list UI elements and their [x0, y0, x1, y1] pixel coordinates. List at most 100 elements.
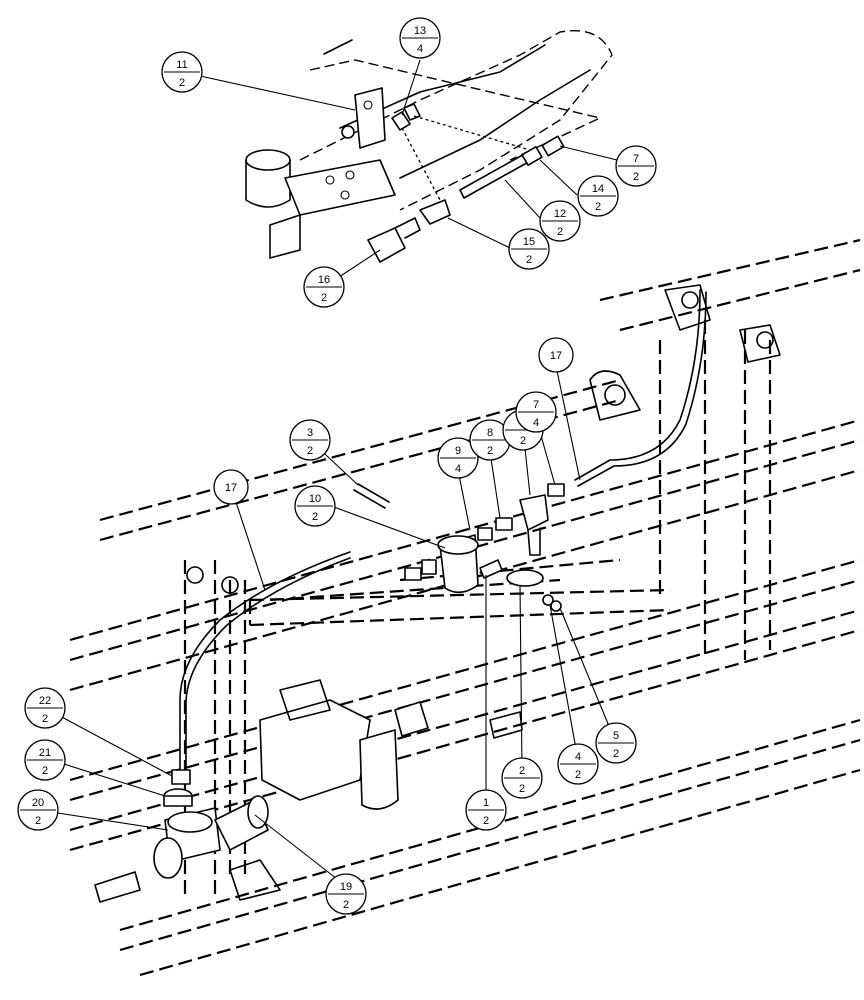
callout-bubbles: 11 2 13 4 7 2 14 2 12 2 15 2	[17, 17, 657, 915]
hinge-top	[681, 291, 699, 309]
callout-bubble: 10 2	[294, 485, 336, 527]
callout-item-number: 20	[32, 797, 44, 809]
callout-bubble: 12 2	[539, 200, 581, 242]
bolt-3	[353, 489, 386, 509]
fitting-14	[521, 146, 543, 166]
callout-bubble: 5 2	[595, 722, 637, 764]
control-valve-block	[259, 699, 371, 801]
frame-line-10	[69, 608, 861, 832]
callout-quantity: 2	[42, 713, 48, 725]
cylinder-body	[245, 159, 291, 208]
callout-quantity: 2	[487, 445, 493, 457]
callout-bubble: 14 2	[577, 175, 619, 217]
callout-quantity: 2	[179, 77, 185, 89]
callout-bubble: 2 2	[501, 757, 543, 799]
assembly-line-b	[413, 115, 531, 151]
callout-item-number: 1	[483, 797, 489, 809]
frame-line-9	[69, 578, 861, 802]
arm-outline	[299, 30, 613, 211]
washer-5	[550, 600, 562, 612]
callout-item-number: 12	[554, 208, 566, 220]
cylinder-top	[245, 149, 291, 171]
callout-item-number: 7	[533, 399, 539, 411]
callout-quantity: 2	[312, 511, 318, 523]
callout-bubble: 11 2	[161, 51, 203, 93]
callout-quantity: 2	[321, 292, 327, 304]
arm-edge-lower	[399, 69, 591, 179]
callout-quantity: 2	[520, 435, 526, 447]
frame-line-3	[69, 418, 861, 642]
mount-block	[269, 214, 301, 259]
callout-bubble: 7 4	[515, 391, 557, 433]
frame-line-1	[599, 238, 861, 302]
upper-detail-view	[245, 30, 613, 263]
callout-item-number: 21	[39, 747, 51, 759]
callout-item-number: 13	[414, 25, 426, 37]
callout-quantity: 2	[35, 815, 41, 827]
assembly-line-a	[401, 127, 441, 201]
callout-item-number: 2	[519, 765, 525, 777]
callout-quantity: 2	[307, 445, 313, 457]
callout-item-number: 4	[575, 751, 581, 763]
hose-upper-a	[574, 289, 701, 481]
callout-bubble: 7 2	[615, 145, 657, 187]
callout-bubble: 15 2	[508, 228, 550, 270]
callout-item-number: 19	[340, 881, 352, 893]
hoses	[179, 289, 707, 771]
valve-16	[367, 227, 406, 263]
frame-line-11	[69, 628, 861, 852]
stud	[479, 559, 503, 579]
fitting-8	[477, 527, 493, 541]
cross-member-b	[249, 608, 671, 627]
fitting-13a	[391, 111, 411, 131]
callout-item-number: 22	[39, 695, 51, 707]
hose-left-b	[185, 557, 351, 771]
pivot-left	[186, 566, 204, 584]
callout-quantity: 2	[519, 783, 525, 795]
callout-quantity: 2	[42, 765, 48, 777]
main-parts	[94, 483, 565, 903]
bracket	[354, 87, 386, 149]
callout-quantity: 4	[455, 463, 461, 475]
callout-quantity: 2	[613, 748, 619, 760]
lower-filter	[359, 729, 399, 810]
callout-item-number: 15	[523, 236, 535, 248]
callout-item-number: 9	[455, 445, 461, 457]
callout-bubble: 17	[213, 469, 249, 505]
callout-quantity: 4	[417, 43, 423, 55]
callout-bubble: 16 2	[303, 266, 345, 308]
boom-frame	[69, 238, 861, 977]
mount-plate	[284, 159, 396, 216]
pivot-right	[604, 384, 626, 406]
hose-upper-b	[577, 291, 707, 487]
pin	[323, 39, 353, 55]
callout-item-number: 3	[307, 427, 313, 439]
callout-item-number: 16	[318, 274, 330, 286]
callout-quantity: 2	[595, 201, 601, 213]
callout-bubble: 4 2	[557, 743, 599, 785]
callout-quantity: 4	[533, 417, 539, 429]
callout-quantity: 2	[557, 226, 563, 238]
callout-bubble: 20 2	[17, 789, 59, 831]
cross-member-a	[249, 588, 671, 602]
clamp	[506, 569, 544, 587]
callout-bubble: 1 2	[465, 789, 507, 831]
callout-bubble: 3 2	[289, 419, 331, 461]
callout-item-number: 8	[487, 427, 493, 439]
callout-item-number: 11	[176, 59, 187, 71]
fitting-22	[171, 769, 191, 785]
bracket-nut	[341, 125, 355, 139]
hose-barb-lower	[94, 871, 141, 903]
callout-item-number: 14	[592, 183, 604, 195]
callout-bubble: 9 4	[437, 437, 479, 479]
fitting-7-lower	[547, 483, 565, 497]
callout-item-number: 7	[633, 153, 639, 165]
frame-line-2	[619, 268, 861, 332]
callout-quantity: 2	[526, 254, 532, 266]
sensor	[519, 494, 549, 531]
callout-bubble: 8 2	[469, 419, 511, 461]
callout-bubble: 17	[538, 337, 574, 373]
frame-line-14	[139, 768, 861, 977]
